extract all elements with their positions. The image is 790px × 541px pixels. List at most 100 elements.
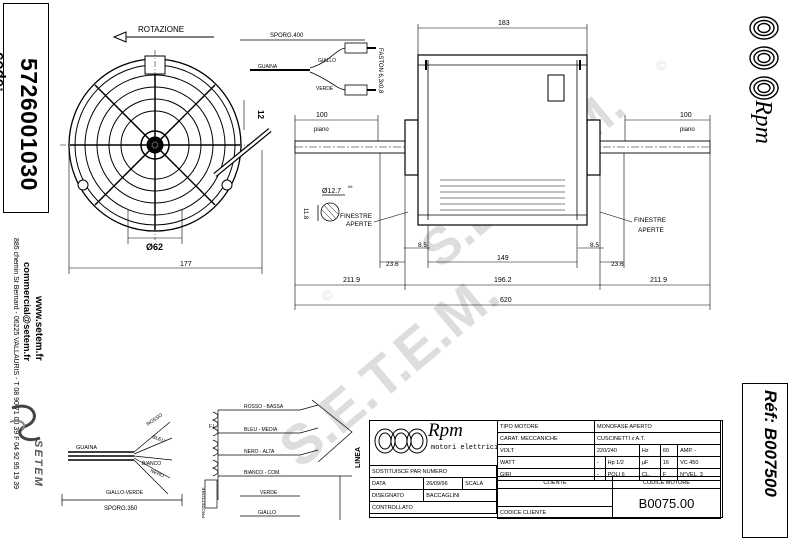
wire-giallo: GIALLO [318, 58, 336, 64]
dim-11-8: 11.8 [302, 208, 308, 220]
data-label: DATA [368, 477, 425, 490]
carat-label: CARAT. MECCANICHE [497, 432, 595, 445]
vc: 450 [689, 459, 699, 466]
schematic-verde: VERDE [260, 490, 278, 496]
dim-196-2: 196.2 [494, 277, 512, 284]
schematic-bianco-com: BIANCO - COM. [244, 470, 281, 476]
tipo-motore: MONOFASE APERTO [594, 420, 721, 433]
nvel-label: N°VEL. [680, 471, 699, 478]
poli: 6 [621, 471, 625, 478]
dim-177: 177 [180, 261, 192, 268]
controllato-label: CONTROLLATO [369, 501, 497, 514]
data-value: 26/09/96 [423, 477, 464, 490]
codice-motore-label: CODICE MOTORE [612, 476, 721, 489]
side-dimensions [294, 24, 711, 310]
wire-verde: VERDE [316, 86, 334, 92]
piano-left: piano [314, 127, 329, 133]
lead-rosso: ROSSO [146, 412, 164, 427]
title-logo [371, 422, 495, 460]
motor-front-view [60, 50, 272, 240]
setem-logo [4, 400, 48, 520]
carat: CUSCINETTI x A.T. [594, 432, 721, 445]
title-coils-icon [374, 428, 428, 454]
poli-label: POLI [607, 471, 621, 478]
nvel: 3 [699, 471, 703, 478]
motor-side-view [294, 54, 711, 226]
watt: - [594, 456, 606, 469]
watermark-copy-2: © [656, 57, 667, 73]
dim-12: 12 [256, 110, 265, 119]
dim-620: 620 [500, 297, 512, 304]
dim-183: 183 [498, 20, 510, 27]
rpm-coils-icon [749, 16, 779, 100]
wire-guaina: GUAINA [258, 64, 278, 70]
mf: 16 [659, 456, 679, 469]
dim-211-9-left: 211.9 [343, 277, 360, 284]
sostituisce-label: SOSTITUISCE PAR NUMERO [369, 465, 497, 478]
dim-149: 149 [497, 255, 509, 262]
hz: 60 [659, 444, 679, 457]
setem-swirl-icon [9, 404, 41, 441]
sporg-bottom: SPORG.350 [104, 506, 138, 512]
scala-label: SCALA [462, 477, 497, 490]
hz-label: Hz [638, 444, 661, 457]
dim-8-5-right: 8.5 [590, 242, 599, 249]
mf-label: µF [638, 456, 661, 469]
faston-harness [240, 39, 376, 96]
schematic-fl: F.L. [209, 424, 217, 430]
ref-box [742, 383, 788, 538]
schematic-nero-alta: NERO - ALTA [244, 449, 275, 455]
cliente-label: CLIENTE [497, 476, 613, 489]
dim-211-9-right: 211.9 [650, 277, 667, 284]
codice-cliente-label: CODICE CLIENTE [497, 506, 613, 519]
front-dimensions [68, 100, 263, 274]
lead-bianco: BIANCO [142, 461, 161, 467]
hp: 1/2 [616, 459, 624, 466]
shaft-section [317, 194, 345, 222]
schematic-bleu-media: BLEU - MEDIA [244, 427, 278, 433]
code-box [3, 3, 49, 213]
title-brand: Rpm [428, 420, 463, 441]
volt: 220/240 [594, 444, 640, 457]
title-brand-sub: motori elettrici [431, 444, 499, 452]
rotation-arrow: ROTAZIONE [112, 25, 214, 43]
tipo-motore-label: TIPO MOTORE [497, 420, 595, 433]
lead-giallo-verde: GIALLO-VERDE [106, 490, 144, 496]
disegnato-value: BACCAGLINI [423, 489, 497, 502]
codice-motore: B0075.00 [612, 488, 721, 519]
schematic-linea: LINEA [355, 447, 362, 468]
amp: - [694, 447, 697, 454]
sporg-top: SPORG.400 [270, 33, 304, 39]
hp-label: Hp [607, 459, 615, 466]
dim-23-6-right: 23.6 [611, 261, 624, 268]
lead-bleu: BLEU [151, 434, 166, 444]
faston-label: FASTON 6,3x0,8 [377, 48, 383, 94]
dim-8-5-left: 8.5 [418, 242, 427, 249]
rotation-label: ROTAZIONE [138, 25, 184, 34]
finestre-left-2: APERTE [346, 221, 373, 228]
wiring-bundle [61, 421, 183, 506]
watt-label: WATT [497, 456, 595, 469]
shaft-tol: h6 [348, 184, 353, 189]
spec-table: TIPO MOTORE MONOFASE APERTO CARAT. MECCA… [497, 420, 721, 481]
volt-label: VOLT [497, 444, 595, 457]
dim-100-left: 100 [316, 112, 328, 119]
amp-label: AMP. [680, 447, 693, 454]
client-table: CLIENTE CODICE MOTORE B0075.00 CODICE CL… [497, 476, 721, 519]
disegnato-label: DISEGNATO [368, 489, 425, 502]
schematic-rosso-bassa: ROSSO - BASSA [244, 404, 284, 410]
shaft-diam: Ø12.7 [322, 188, 341, 195]
lead-nero: NERO [149, 468, 165, 479]
finestre-right-1: FINESTRE [634, 217, 667, 224]
finestre-left-1: FINESTRE [340, 213, 373, 220]
bundle-guaina: GUAINA [76, 445, 97, 451]
schematic-protettore: PROTETTORE [201, 487, 206, 518]
watermark-copy-1: © [322, 287, 333, 303]
dim-23-6-left: 23.6 [386, 261, 399, 268]
dim-100-right: 100 [680, 112, 692, 119]
schematic-giallo: GIALLO [258, 510, 276, 516]
piano-right: piano [680, 127, 695, 133]
finestre-right-2: APERTE [638, 227, 665, 234]
